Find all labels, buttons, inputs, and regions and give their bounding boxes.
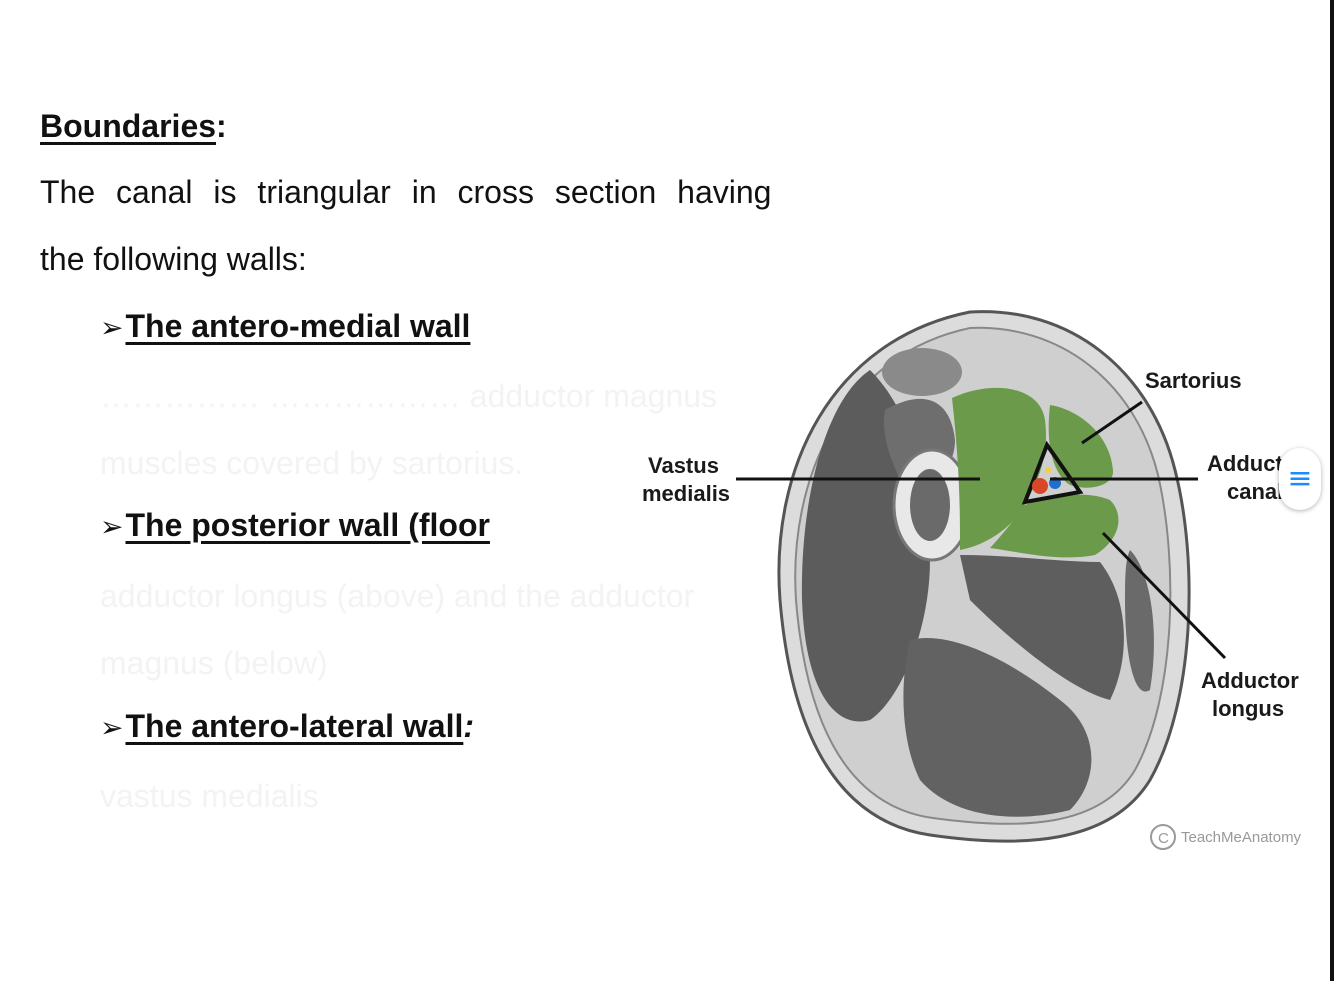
heading-text: Boundaries [40,108,216,144]
label-adductor-canal-1: Adduct [1207,451,1283,476]
bullet-antero-lateral-wall: ➢The antero-lateral wall: [100,708,474,745]
floating-menu-button[interactable]: ≡ [1279,448,1321,510]
bullet-text: The antero-lateral wall [125,708,463,744]
bullet-suffix: : [463,708,474,744]
label-medialis: medialis [642,481,730,506]
label-adductor-longus-2: longus [1212,696,1284,721]
bullet-posterior-wall: ➢The posterior wall (floor [100,507,490,544]
label-adductor-canal-2: canal [1227,479,1283,504]
bullet-arrow-icon: ➢ [100,312,123,343]
heading-colon: : [216,108,227,144]
faded-line: magnus (below) [100,645,328,682]
copyright-glyph: C [1158,830,1169,847]
thigh-cross-section-figure: Sartorius Vastus medialis Adduct canal A… [630,300,1320,870]
faded-line: vastus medialis [100,778,319,815]
femoral-artery [1032,478,1048,494]
intro-line-1: The canal is triangular in cross section… [40,174,771,211]
slide-heading: Boundaries: [40,108,227,145]
label-sartorius: Sartorius [1145,368,1242,393]
intro-line-2: the following walls: [40,241,307,278]
bullet-antero-medial-wall: ➢The antero-medial wall [100,308,470,345]
bullet-arrow-icon: ➢ [100,511,123,542]
saphenous-nerve [1045,467,1051,473]
bullet-text: The posterior wall (floor [125,507,489,543]
label-vastus: Vastus [648,453,719,478]
watermark-text: TeachMeAnatomy [1181,829,1302,846]
faded-line: …………… ……………… adductor magnus [100,378,717,415]
hamburger-menu-icon: ≡ [1287,464,1312,494]
bullet-text: The antero-medial wall [125,308,470,344]
slide-right-border [1330,0,1334,981]
faded-line: muscles covered by sartorius. [100,445,523,482]
rectus-femoris-muscle [882,348,962,396]
bullet-arrow-icon: ➢ [100,712,123,743]
label-adductor-longus-1: Adductor [1201,668,1299,693]
faded-line: adductor longus (above) and the adductor [100,578,694,615]
